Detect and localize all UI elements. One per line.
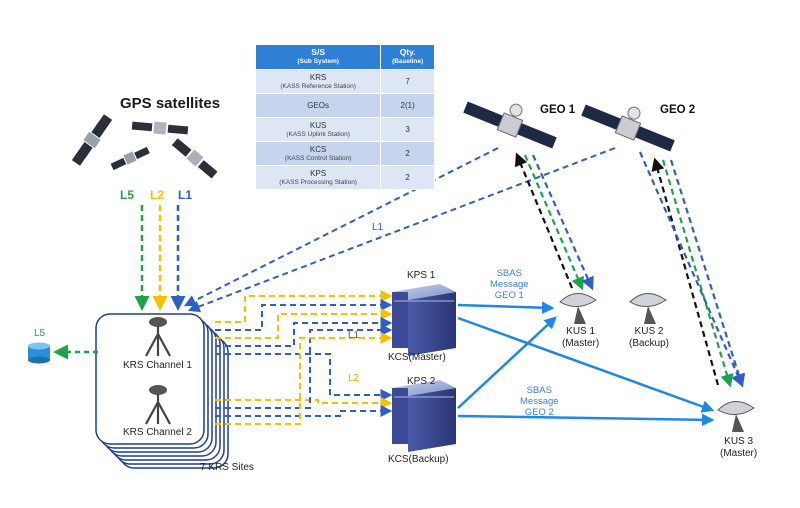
subsystem-table: S/S(Sub System) Qty.(Baseline) KRS(KASS … [254,44,435,190]
gps-signal-arrows [134,205,186,311]
krs-sites-label: 7 KRS Sites [200,462,254,473]
geo-l1-signal-arrows [183,147,616,313]
kps1-label: KPS 1 [407,270,436,281]
dish-antenna-icon [559,293,597,324]
storage-cylinder-icon [28,342,50,364]
table-row: KPS(KASS Processing Station)2 [254,165,435,190]
kps2-label: KPS 2 [407,376,436,387]
table-row: KUS(KASS Uplink Station)3 [254,117,435,142]
geo-satellite-icon [463,101,557,149]
l2-band-label: L2 [150,188,165,202]
kcs-backup-label: KCS(Backup) [388,454,449,465]
l2-mid-label: L2 [348,373,360,384]
antenna-tripod-icon [145,317,171,357]
table-row: KCS(KASS Control Station)2 [254,141,435,166]
uplink-arrows [514,151,746,388]
server-cube-icon [392,380,456,452]
geo-satellite-icon [581,104,675,152]
sbas-message-arrows [457,301,715,427]
l1-mid-label: L1 [348,330,360,341]
kcs-master-label: KCS(Master) [388,352,446,363]
krs-channel1-label: KRS Channel 1 [123,360,192,371]
table-header-subsystem: S/S(Sub System) [254,44,382,70]
gps-satellites-title: GPS satellites [120,95,221,112]
dish-antenna-icon [629,293,667,324]
l5-left-label: L5 [34,328,46,339]
kus3-label: KUS 3(Master) [720,436,758,459]
geo1-label: GEO 1 [540,104,576,116]
krs-channel2-label: KRS Channel 2 [123,427,192,438]
kus1-label: KUS 1(Master) [562,326,600,349]
l5-band-label: L5 [120,188,135,202]
table-header-qty: Qty.(Baseline) [380,44,435,70]
geo-l1-label: L1 [372,222,384,233]
table-row: KRS(KASS Reference Station)7 [254,69,435,94]
geo2-label: GEO 2 [660,104,696,116]
server-cube-icon [392,284,456,356]
l1-band-label: L1 [178,188,193,202]
krs-to-kps-lines [215,290,393,425]
gps-satellite-icon [71,114,218,179]
dish-antenna-icon [717,401,755,432]
krs-sites-stack [95,313,229,469]
antenna-tripod-icon [145,385,171,425]
kus2-label: KUS 2(Backup) [629,326,670,349]
